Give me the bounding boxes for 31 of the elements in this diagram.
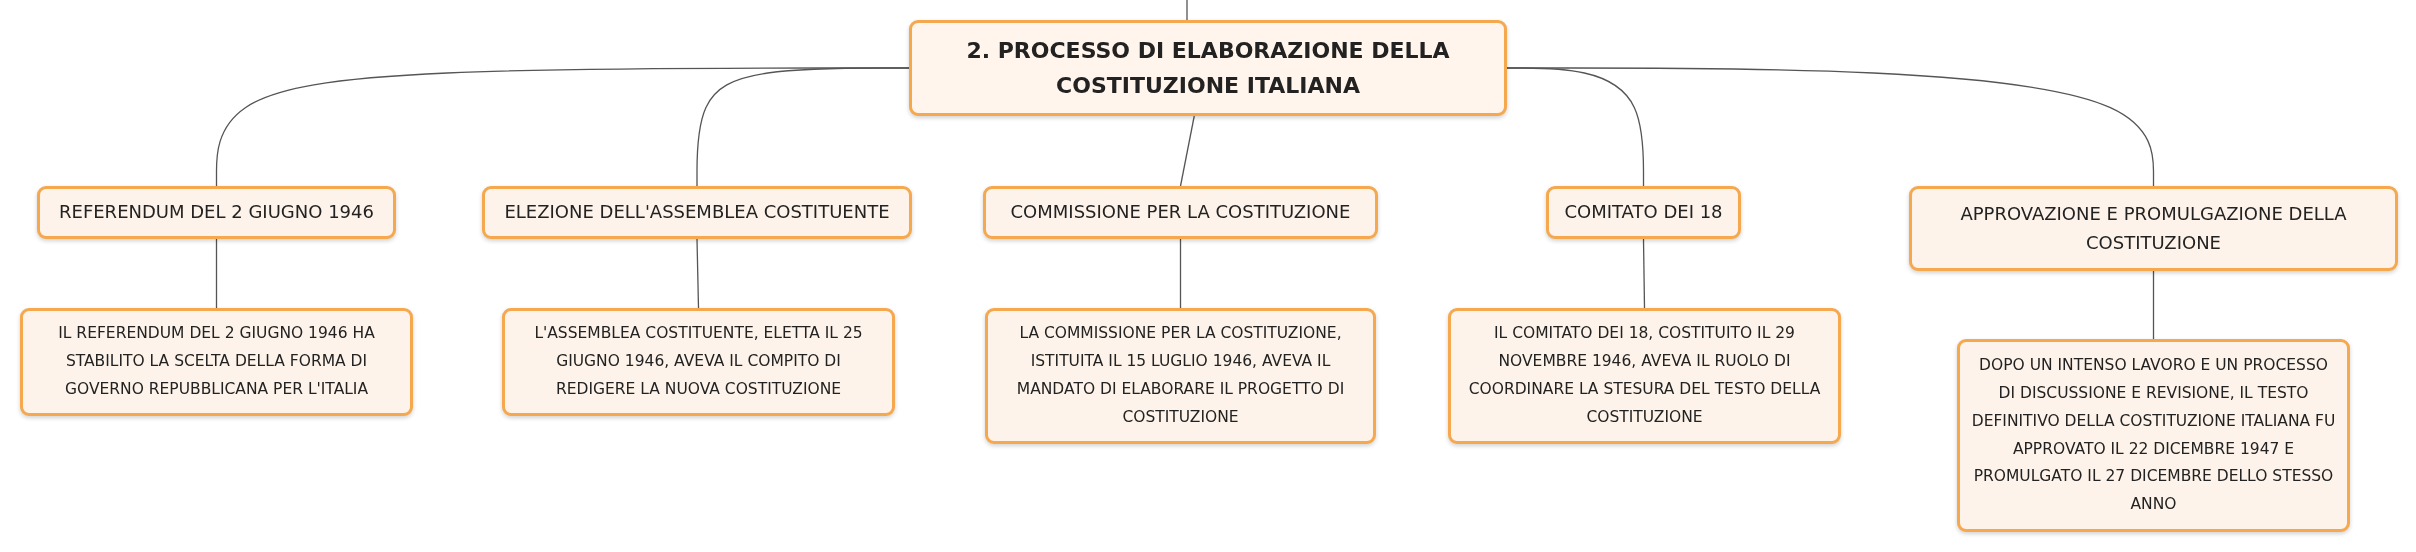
node-text: REFERENDUM DEL 2 GIUGNO 1946 [59,200,374,225]
connector-line [2152,270,2155,340]
node-text: L'ASSEMBLEA COSTITUENTE, ELETTA IL 25 GIUGNO 1946, AVEVA IL COMPITO DI REDIGERE LA NUOVA COSTITUZIONE [533,323,864,400]
topic-box [985,308,1376,444]
node-text: APPROVAZIONE E PROMULGAZIONE DELLA COSTITUZIONE [1959,201,2348,255]
node-text: IL COMITATO DEI 18, COSTITUITO IL 29 NOVEMBRE 1946, AVEVA IL RUOLO DI COORDINARE LA STESURA DEL TESTO DELLA COSTITUZIONE [1467,323,1822,428]
node-text: IL REFERENDUM DEL 2 GIUGNO 1946 HA STABILITO LA SCELTA DELLA FORMA DI GOVERNO REPUBBLICANA PER L'ITALIA [57,323,376,400]
topic-box [482,186,912,239]
connector-line [696,238,700,309]
node-text: 2. PROCESSO DI ELABORAZIONE DELLA COSTITUZIONE ITALIANA [965,36,1451,100]
connector-line [1179,115,1195,187]
topic-box [20,308,413,416]
connector-line [1642,238,1646,309]
title-box [909,20,1507,116]
topic-box [983,186,1378,239]
node-text: LA COMMISSIONE PER LA COSTITUZIONE, ISTITUITA IL 15 LUGLIO 1946, AVEVA IL MANDATO DI ELABORARE IL PROGETTO DI COSTITUZIONE [1015,323,1346,428]
node-text: ELEZIONE DELL'ASSEMBLEA COSTITUENTE [504,200,890,225]
connector-line [1506,67,2155,187]
topic-box [1909,186,2398,271]
topic-box [1448,308,1841,444]
connector-line [215,238,218,309]
topic-box [37,186,396,239]
topic-box [1957,339,2350,532]
topic-box [502,308,895,416]
connector-line [1179,238,1182,309]
node-text: COMITATO DEI 18 [1564,200,1723,225]
node-text: DOPO UN INTENSO LAVORO E UN PROCESSO DI DISCUSSIONE E REVISIONE, IL TESTO DEFINITIVO DELLA COSTITUZIONE ITALIANA FU APPROVATO IL 22 DICEMBRE 1947 E PROMULGATO IL 27 DICEMBRE DELLO STESSO ANNO [1970,354,2337,516]
connector-line [1186,0,1188,21]
topic-box [1546,186,1741,239]
connector-line [696,67,910,187]
node-text: COMMISSIONE PER LA COSTITUZIONE [1010,200,1351,225]
